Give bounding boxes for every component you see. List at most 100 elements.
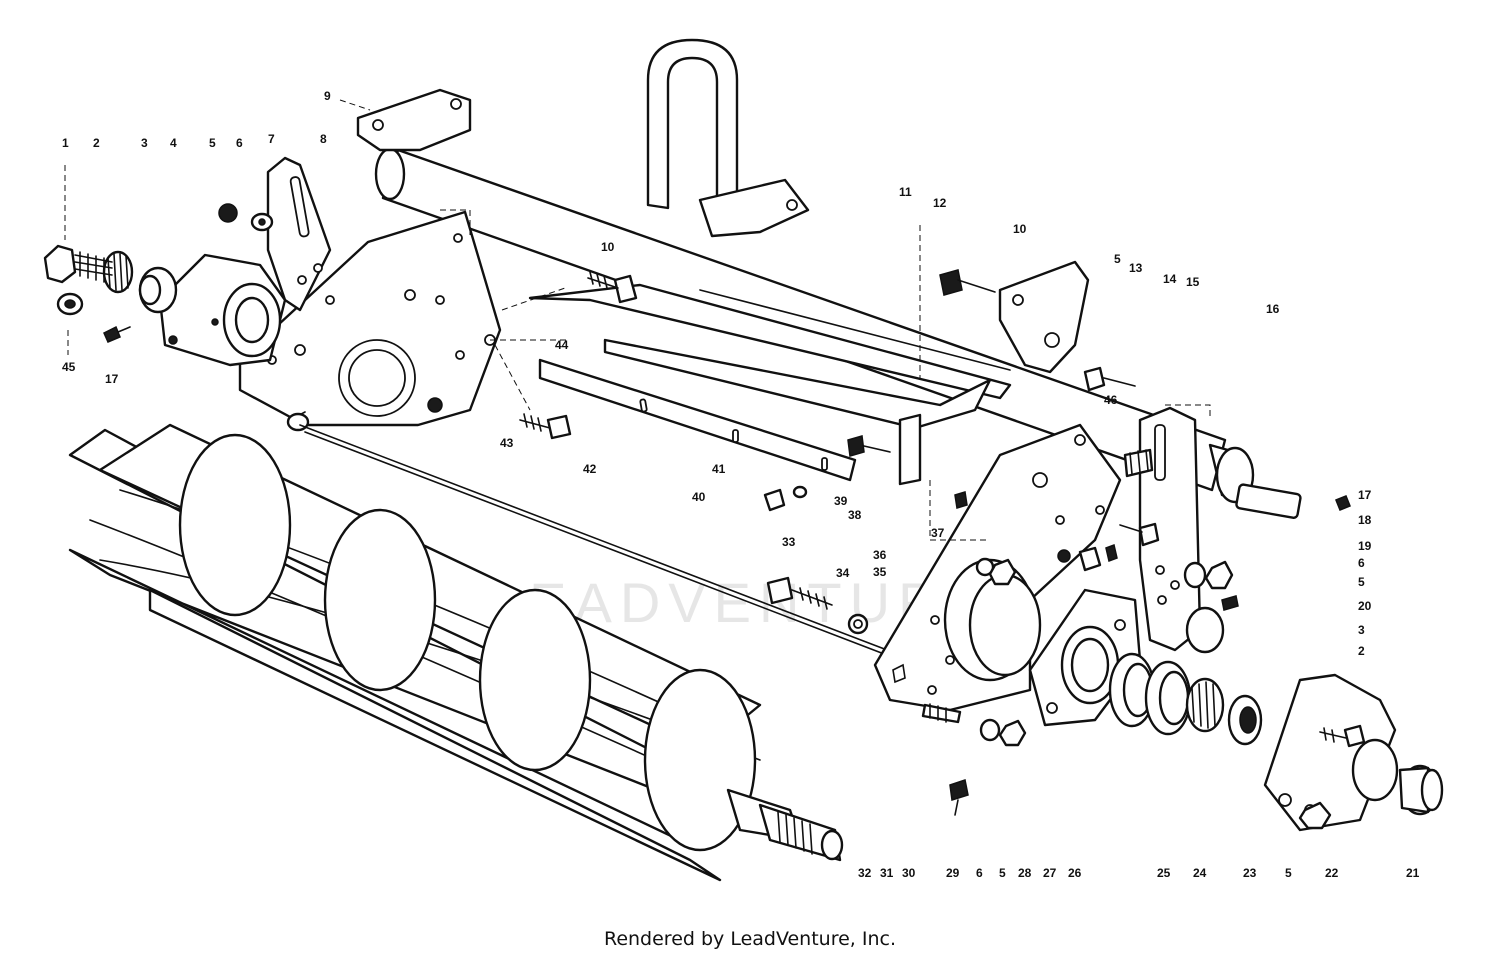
callout-label: 19	[1358, 539, 1372, 553]
handle-bracket	[646, 38, 810, 238]
washer-6-left	[250, 212, 274, 232]
left-side-plate	[238, 210, 502, 432]
callout-label: 5	[1358, 575, 1365, 589]
left-bearing-cup	[138, 266, 178, 314]
bolt-40	[763, 485, 808, 512]
right-bearing-housing	[1263, 673, 1399, 832]
callout-label: 38	[848, 508, 862, 522]
callout-label: 5	[999, 866, 1006, 880]
adjuster-bracket-left	[266, 156, 332, 312]
screw-37	[954, 491, 968, 509]
callout-label: 39	[834, 494, 848, 508]
callout-label: 23	[1243, 866, 1257, 880]
callout-label: 35	[873, 565, 887, 579]
callout-label: 37	[931, 526, 945, 540]
callout-label: 21	[1406, 866, 1420, 880]
callout-label: 16	[1266, 302, 1280, 316]
callout-label: 18	[1358, 513, 1372, 527]
adjuster-arm-right	[1138, 406, 1225, 654]
bolt-13	[1083, 366, 1136, 392]
seal-24	[1227, 694, 1263, 746]
bolt-43	[519, 413, 572, 440]
callout-label: 6	[236, 136, 243, 150]
callout-label: 5	[209, 136, 216, 150]
roller-tube	[374, 147, 1302, 519]
bolt-19	[1119, 522, 1160, 547]
callout-label: 17	[105, 372, 119, 386]
callout-label: 11	[899, 185, 912, 199]
callout-label: 2	[93, 136, 100, 150]
callout-label: 43	[500, 436, 514, 450]
callout-label: 36	[873, 548, 887, 562]
bearing-cup-3-right	[1144, 660, 1192, 736]
callout-label: 26	[1068, 866, 1082, 880]
callout-label: 6	[976, 866, 983, 880]
callout-label: 32	[858, 866, 872, 880]
callout-label: 2	[1358, 644, 1365, 658]
side-plate-top-left	[356, 88, 472, 152]
callout-label: 22	[1325, 866, 1339, 880]
bolt-10-left	[587, 271, 638, 304]
callout-label: 31	[880, 866, 894, 880]
nut-5-housing	[1298, 801, 1332, 830]
callout-label: 40	[692, 490, 706, 504]
callout-label: 6	[1358, 556, 1365, 570]
callout-label: 1	[62, 136, 69, 150]
washer-6-right	[1183, 561, 1207, 589]
callout-label: 10	[601, 240, 615, 254]
grease-fitting-17-left	[103, 325, 131, 343]
callout-label: 4	[170, 136, 177, 150]
callout-label: 5	[1285, 866, 1292, 880]
assembly-line	[929, 480, 990, 541]
bolt-39	[847, 435, 891, 457]
assembly-line	[440, 209, 471, 235]
callout-label: 12	[933, 196, 947, 210]
nut-27-28	[1057, 543, 1118, 572]
callout-label: 45	[62, 360, 76, 374]
callout-label: 9	[324, 89, 331, 103]
grease-fitting-29	[949, 779, 969, 816]
nut-35	[988, 558, 1017, 586]
callout-label: 17	[1358, 488, 1372, 502]
callout-label: 29	[946, 866, 960, 880]
callout-label: 46	[1104, 393, 1118, 407]
assembly-line	[1165, 404, 1211, 420]
bearing-cone-2-right	[1185, 677, 1225, 733]
leader-line	[339, 99, 371, 111]
left-bearing-housing	[158, 253, 287, 367]
callout-label: 5	[1114, 252, 1121, 266]
callout-label: 7	[268, 132, 275, 146]
assembly-line	[501, 287, 566, 311]
callout-label: 3	[1358, 623, 1365, 637]
nut-5-lower	[998, 719, 1027, 747]
nut-5-left	[218, 203, 238, 223]
callout-label: 41	[712, 462, 726, 476]
fitting-17-right	[1335, 495, 1351, 511]
callout-label: 10	[1013, 222, 1027, 236]
callout-label: 15	[1186, 275, 1200, 289]
stud-30	[921, 703, 962, 724]
callout-label: 33	[782, 535, 796, 549]
callout-label: 34	[836, 566, 850, 580]
bolt-22	[1319, 724, 1366, 748]
callout-label: 14	[1163, 272, 1177, 286]
callout-label: 44	[555, 338, 569, 352]
callout-label: 28	[1018, 866, 1032, 880]
washer-45	[56, 292, 84, 316]
callout-label: 13	[1129, 261, 1143, 275]
side-plate-top-right	[939, 260, 1090, 374]
left-bearing-cone	[102, 250, 134, 294]
set-screw-20	[1221, 595, 1239, 611]
left-shaft-nut	[43, 244, 113, 284]
callout-label: 24	[1193, 866, 1207, 880]
footer-credit: Rendered by LeadVenture, Inc.	[603, 928, 897, 950]
reel-assembly	[68, 423, 844, 882]
tie-rod-edge	[304, 431, 906, 663]
callout-label: 25	[1157, 866, 1171, 880]
assembly-line	[494, 344, 531, 411]
nut-5-right	[1204, 560, 1234, 590]
stud-14	[1123, 448, 1154, 478]
callout-label: 8	[320, 132, 327, 146]
callout-label: 20	[1358, 599, 1372, 613]
